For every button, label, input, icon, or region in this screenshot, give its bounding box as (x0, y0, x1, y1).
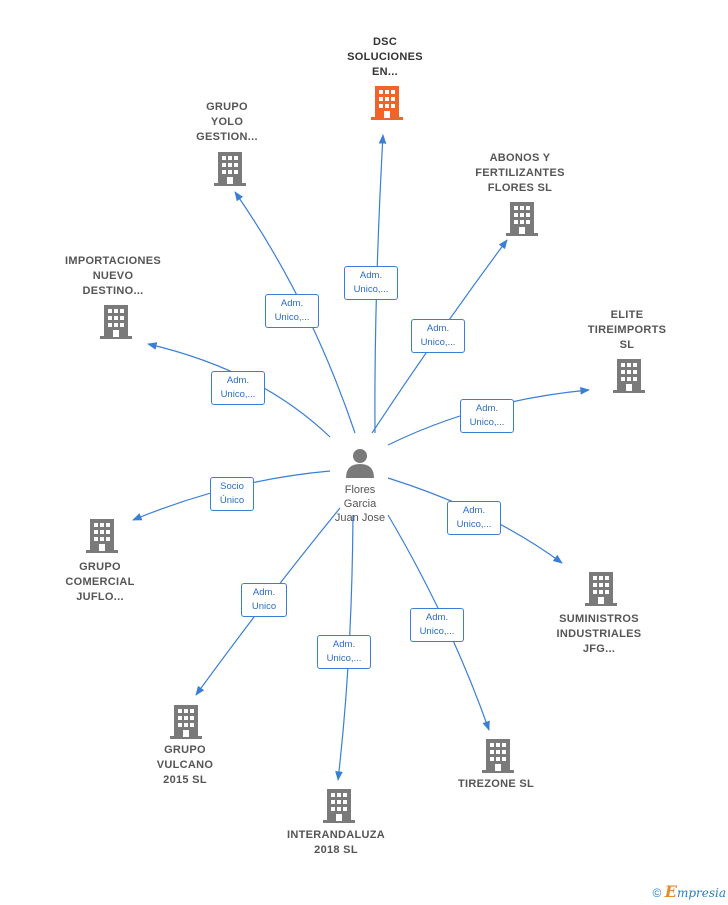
company-name-abonos[interactable]: ABONOS Y FERTILIZANTES FLORES SL (475, 152, 565, 194)
building-icon[interactable] (170, 705, 202, 739)
company-name-yolo[interactable]: GRUPO YOLO GESTION... (196, 101, 258, 143)
relation-label-vulcano[interactable]: Adm. Unico (241, 583, 287, 617)
company-name-elite[interactable]: ELITE TIREIMPORTS SL (587, 309, 667, 351)
relation-label-interandaluza[interactable]: Adm. Unico,... (317, 635, 371, 669)
relation-label-tirezone[interactable]: Adm. Unico,... (410, 608, 464, 642)
relation-label-yolo[interactable]: Adm. Unico,... (265, 294, 319, 328)
building-icon[interactable] (613, 359, 645, 393)
relation-label-importaciones[interactable]: Adm. Unico,... (211, 371, 265, 405)
company-name-dsc[interactable]: DSC SOLUCIONES EN... (347, 36, 423, 78)
building-icon[interactable] (100, 305, 132, 339)
copyright-symbol: © (652, 886, 662, 900)
brand-logo: © Empresia (653, 882, 726, 901)
person-name[interactable]: Flores Garcia Juan Jose (334, 484, 386, 524)
building-icon[interactable] (323, 789, 355, 823)
brand-initial: E (664, 882, 677, 901)
relation-label-suministros[interactable]: Adm. Unico,... (447, 501, 501, 535)
company-name-comercial[interactable]: GRUPO COMERCIAL JUFLO... (65, 561, 135, 603)
building-icon[interactable] (585, 572, 617, 606)
company-name-importaciones[interactable]: IMPORTACIONES NUEVO DESTINO... (65, 255, 161, 297)
company-name-suministros[interactable]: SUMINISTROS INDUSTRIALES JFG... (556, 613, 642, 655)
company-name-interandaluza[interactable]: INTERANDALUZA 2018 SL (286, 829, 385, 856)
relation-label-elite[interactable]: Adm. Unico,... (460, 399, 514, 433)
relation-label-comercial[interactable]: Socio Único (210, 477, 254, 511)
company-name-tirezone[interactable]: TIREZONE SL (457, 778, 535, 790)
building-icon-main[interactable] (371, 86, 403, 120)
company-name-vulcano[interactable]: GRUPO VULCANO 2015 SL (156, 744, 214, 786)
building-icon[interactable] (482, 739, 514, 773)
building-icon[interactable] (86, 519, 118, 553)
building-icon[interactable] (214, 152, 246, 186)
person-icon[interactable] (344, 447, 376, 479)
brand-name: mpresia (676, 886, 726, 900)
relation-label-dsc[interactable]: Adm. Unico,... (344, 266, 398, 300)
relation-label-abonos[interactable]: Adm. Unico,... (411, 319, 465, 353)
building-icon[interactable] (506, 202, 538, 236)
